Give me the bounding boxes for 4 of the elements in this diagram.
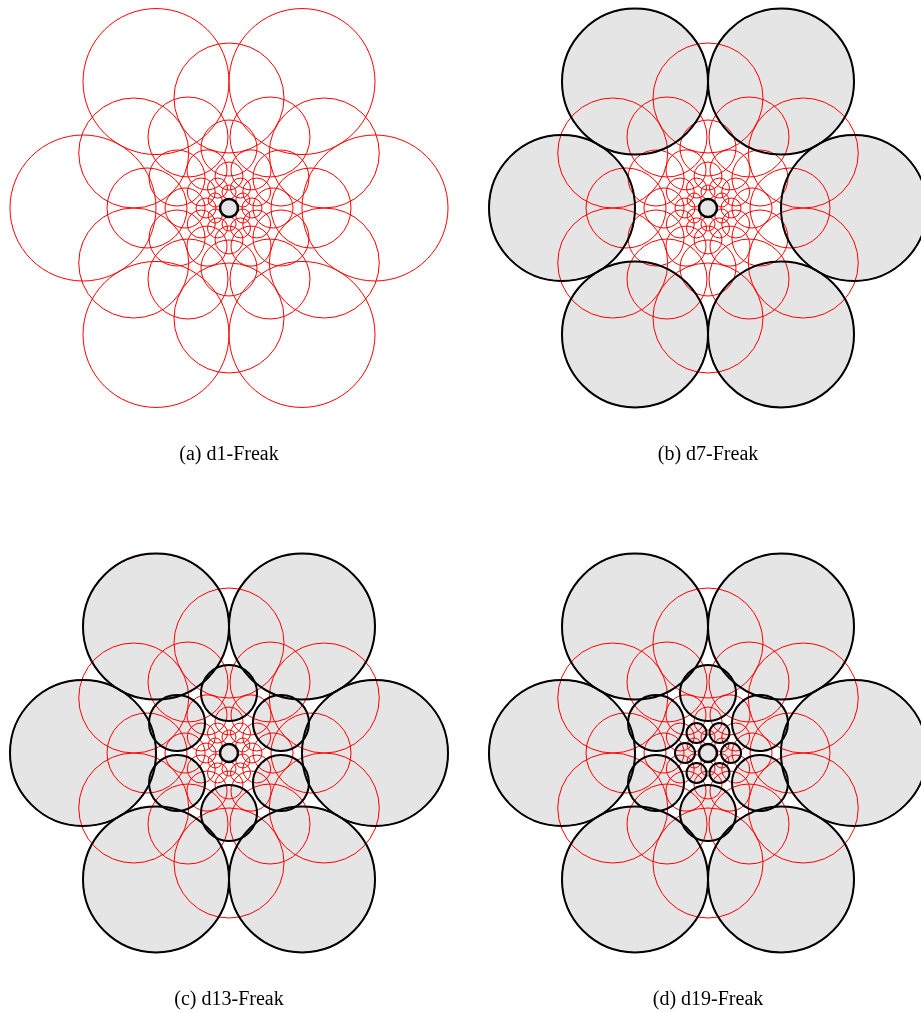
- panel-caption: (b) d7-Freak: [656, 441, 760, 465]
- panel-caption: (d) d19-Freak: [651, 986, 765, 1010]
- panel-caption: (a) d1-Freak: [178, 441, 280, 465]
- panel-caption: (c) d13-Freak: [173, 986, 285, 1010]
